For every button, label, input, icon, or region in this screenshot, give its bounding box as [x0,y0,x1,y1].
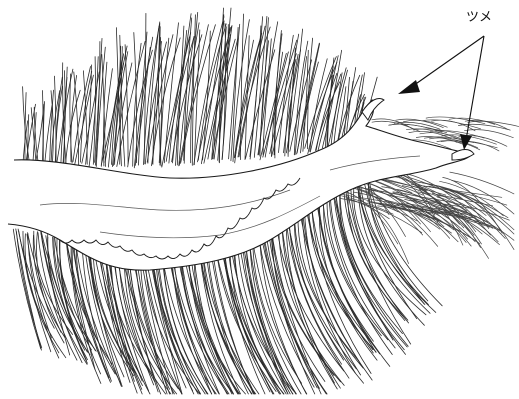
wingtip-feather-stroke [465,130,514,138]
claw-label: ツメ [466,6,492,25]
claw-upper-icon [362,99,384,121]
covert-feather-stroke [164,23,178,163]
covert-feather-stroke [245,36,249,160]
wingtip-feather-stroke [404,120,448,127]
covert-feather-stroke [295,57,307,155]
covert-feather-stroke [71,75,77,161]
covert-feather-stroke [43,91,44,162]
wingtip-feather-stroke [450,172,514,194]
covert-feather-stroke [93,57,95,165]
covert-feather-stroke [260,53,286,159]
upper-covert-feathers [23,8,378,168]
flight-feather-stroke [282,216,338,389]
covert-feather-stroke [86,65,92,164]
arrow-line-upper [410,36,484,88]
covert-feather-stroke [235,39,261,158]
arrowhead-upper-icon [398,80,420,94]
covert-feather-stroke [275,52,283,158]
covert-feather-stroke [125,45,128,164]
